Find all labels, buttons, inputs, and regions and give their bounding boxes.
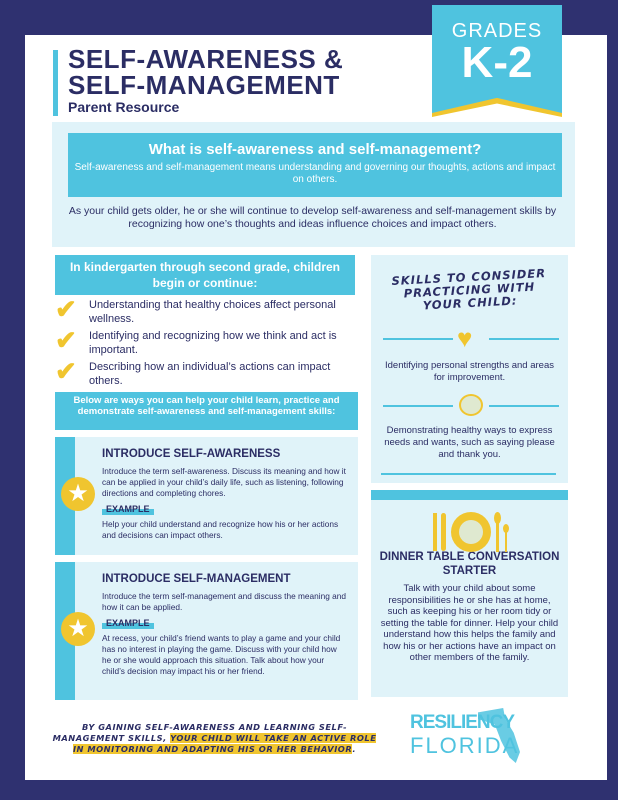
checkmark-icon: ✔ <box>55 325 77 355</box>
card-title: INTRODUCE SELF-AWARENESS <box>102 448 281 460</box>
skill-text: Demonstrating healthy ways to express ne… <box>384 425 555 460</box>
dinner-text: Talk with your child about some responsi… <box>380 583 559 663</box>
skills-panel: SKILLS TO CONSIDER PRACTICING WITH YOUR … <box>371 255 568 483</box>
checklist: ✔ Understanding that healthy choices affe… <box>55 294 355 391</box>
dinner-heading: DINNER TABLE CONVERSATION STARTER <box>379 551 560 577</box>
intro-text: As your child gets older, he or she will… <box>68 205 557 230</box>
place-setting-icon <box>431 510 511 555</box>
grades-label: GRADES <box>451 20 543 42</box>
checklist-item: ✔ Describing how an individual’s actions … <box>55 356 355 388</box>
card-self-awareness: ★ INTRODUCE SELF-AWARENESS Introduce the… <box>55 437 358 555</box>
what-definition: Self-awareness and self-management means… <box>74 162 556 185</box>
title-line-1: SELF-AWARENESS & <box>68 44 344 74</box>
checklist-text: Identifying and recognizing how we think… <box>89 330 337 356</box>
kindergarten-heading: In kindergarten through second grade, ch… <box>55 255 355 295</box>
logo-line-2: FLORIDA <box>410 733 520 758</box>
skills-heading: SKILLS TO CONSIDER PRACTICING WITH YOUR … <box>391 265 547 313</box>
dinner-top-bar <box>371 490 568 500</box>
grades-ribbon <box>432 5 562 113</box>
what-box: What is self-awareness and self-manageme… <box>68 133 562 197</box>
checklist-text: Describing how an individual’s actions c… <box>89 361 331 387</box>
logo-line-1: RESILIENCY <box>410 712 515 733</box>
footer-text: BY GAINING SELF-AWARENESS AND LEARNING S… <box>52 722 348 743</box>
example-label: EXAMPLE <box>102 618 154 629</box>
divider <box>383 338 453 340</box>
divider <box>489 405 559 407</box>
checklist-text: Understanding that healthy choices affec… <box>89 299 336 325</box>
title-accent-bar <box>53 50 58 116</box>
footer-message: BY GAINING SELF-AWARENESS AND LEARNING S… <box>52 722 377 755</box>
example-text: At recess, your child’s friend wants to … <box>102 633 341 676</box>
checkmark-icon: ✔ <box>55 294 77 324</box>
checkmark-icon: ✔ <box>55 356 77 386</box>
heart-icon: ♥ <box>457 323 473 353</box>
skill-text: Identifying personal strengths and areas… <box>385 360 554 383</box>
divider <box>383 405 453 407</box>
card-self-management: ★ INTRODUCE SELF-MANAGEMENT Introduce th… <box>55 562 358 700</box>
divider <box>381 473 556 475</box>
checklist-item: ✔ Understanding that healthy choices affe… <box>55 294 355 326</box>
speech-bubble-icon <box>459 394 483 416</box>
title-line-2: SELF-MANAGEMENT <box>68 70 340 100</box>
checklist-item: ✔ Identifying and recognizing how we thin… <box>55 325 355 357</box>
subtitle: Parent Resource <box>68 99 180 115</box>
page-title: SELF-AWARENESS &SELF-MANAGEMENT <box>68 46 343 98</box>
card-text: Introduce the term self-awareness. Discu… <box>102 466 346 498</box>
grades-value: K-2 <box>461 38 533 87</box>
example-text: Help your child understand and recognize… <box>102 519 339 540</box>
example-label: EXAMPLE <box>102 504 154 515</box>
star-icon: ★ <box>61 477 95 511</box>
dinner-panel: DINNER TABLE CONVERSATION STARTER Talk w… <box>371 490 568 697</box>
ways-heading: Below are ways you can help your child l… <box>55 392 358 430</box>
card-title: INTRODUCE SELF-MANAGEMENT <box>102 573 291 585</box>
divider <box>489 338 559 340</box>
card-text: Introduce the term self-management and d… <box>102 591 346 612</box>
star-icon: ★ <box>61 612 95 646</box>
what-heading: What is self-awareness and self-manageme… <box>148 141 482 158</box>
footer-end: . <box>352 744 357 754</box>
